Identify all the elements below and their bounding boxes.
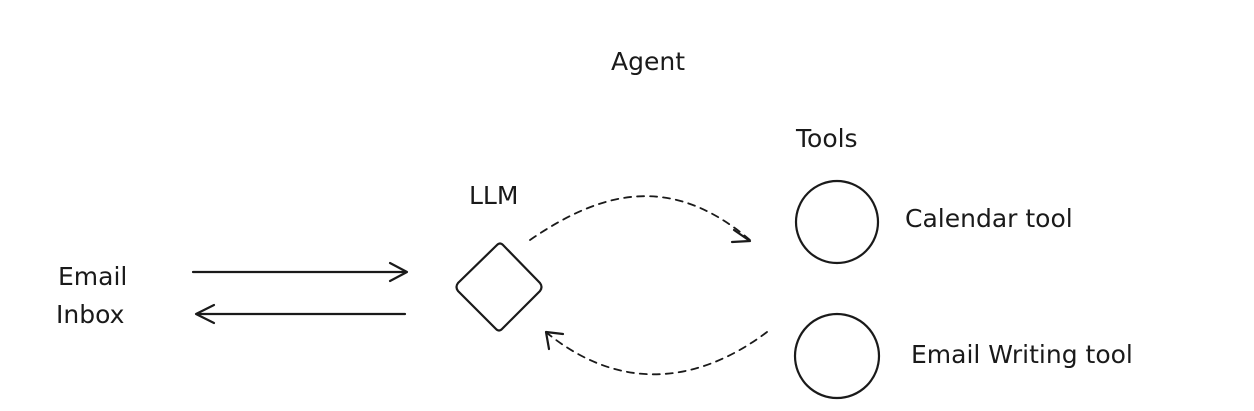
email-writing-tool-label: Email Writing tool (911, 340, 1133, 369)
inbox-label-line2: Inbox (56, 300, 124, 329)
calendar-tool-label: Calendar tool (905, 204, 1073, 233)
diagram-title: Agent (611, 47, 685, 76)
llm-diamond (455, 242, 543, 332)
tool-calendar: Calendar tool (794, 179, 1073, 265)
arrow-inbox-to-llm (191, 261, 409, 283)
arrow-llm-to-inbox (194, 303, 407, 325)
tools-heading: Tools (795, 124, 858, 153)
inbox-label-line1: Email (58, 262, 127, 291)
email-writing-tool-circle (793, 312, 881, 400)
arrow-llm-to-tools (529, 195, 752, 244)
tool-email-writing: Email Writing tool (793, 312, 1133, 400)
calendar-tool-circle (794, 179, 880, 265)
arrow-tools-to-llm (544, 330, 768, 376)
llm-label: LLM (469, 181, 518, 210)
